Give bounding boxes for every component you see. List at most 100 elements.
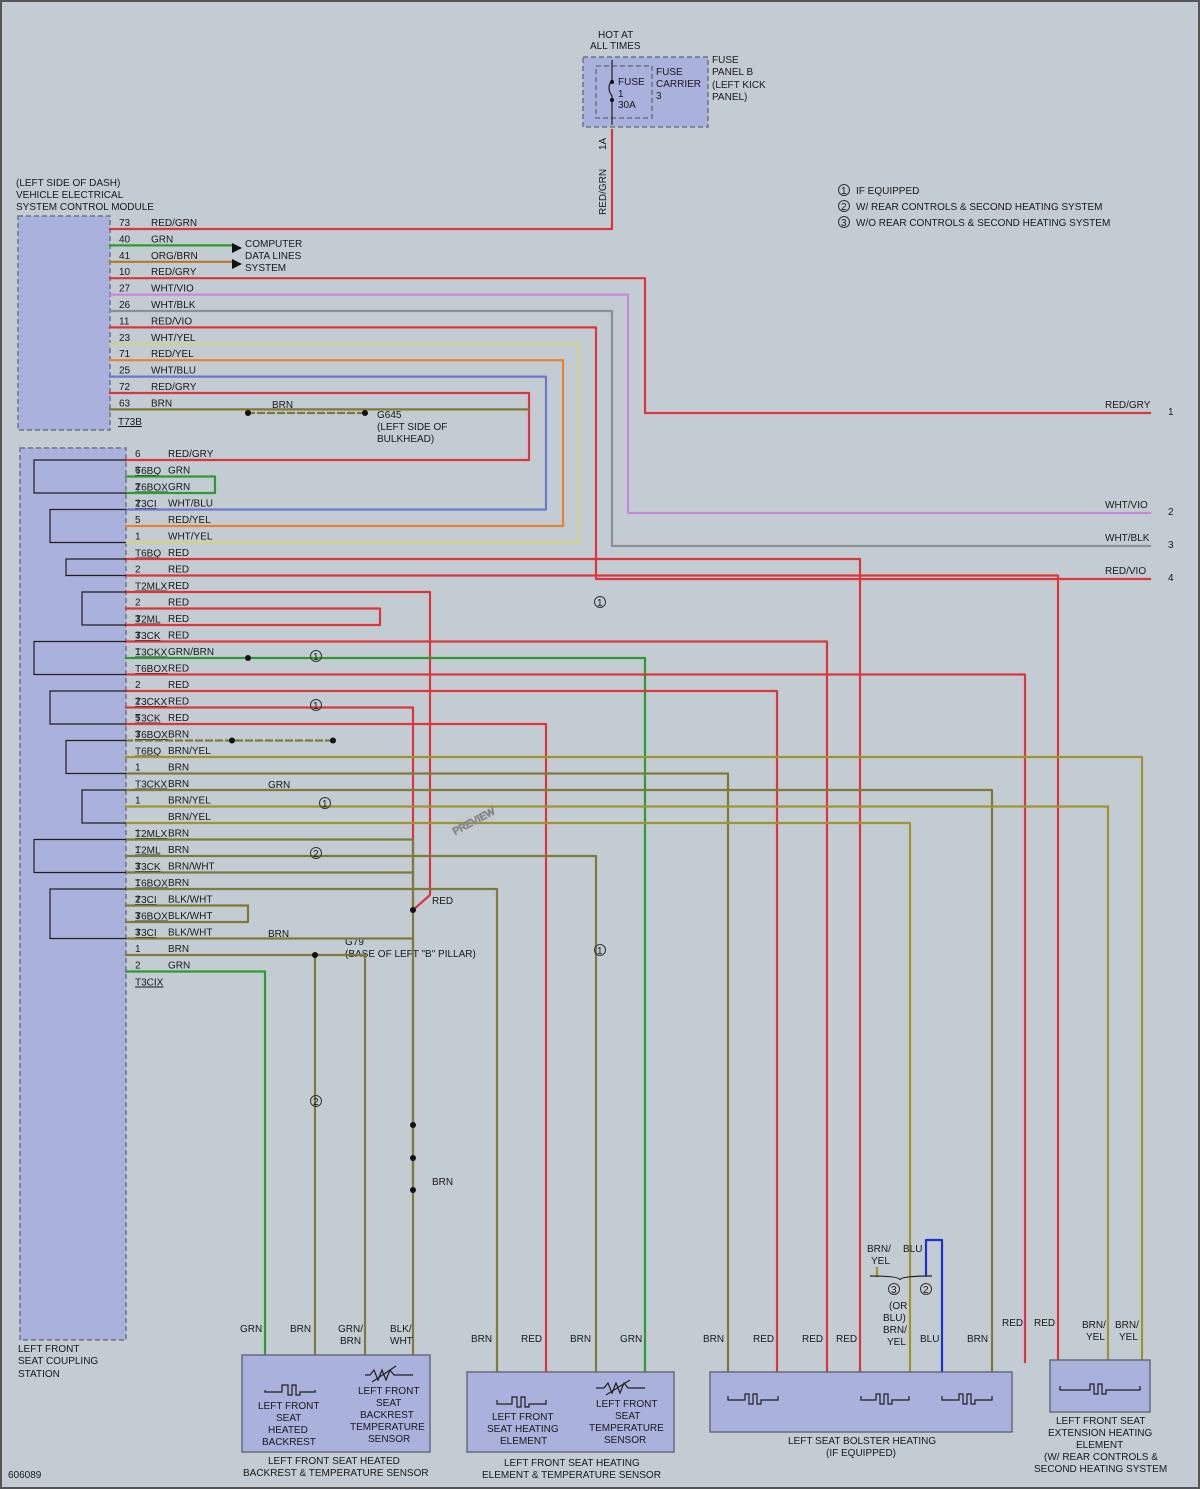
vesm-pin-number: 63	[119, 398, 131, 409]
station-pin-wire: GRN	[168, 466, 190, 477]
station-pin-number: 2	[135, 499, 141, 510]
station-pin-number: 1	[135, 532, 141, 543]
svg-text:DATA LINES: DATA LINES	[245, 251, 302, 262]
svg-text:YEL: YEL	[1086, 1332, 1105, 1343]
svg-text:BRN: BRN	[290, 1324, 311, 1335]
station-pin-wire: BRN	[168, 845, 189, 856]
svg-text:PANEL): PANEL)	[712, 92, 747, 103]
svg-text:1: 1	[313, 652, 319, 663]
wire-brn-cushion	[124, 887, 499, 1374]
wire-red-bolster-b	[124, 640, 829, 1374]
svg-text:2: 2	[841, 202, 847, 213]
svg-text:SENSOR: SENSOR	[604, 1435, 646, 1446]
wire-red-gry-out1	[108, 277, 1152, 415]
svg-text:BRN: BRN	[340, 1336, 361, 1347]
wire-brn-t3ck	[124, 854, 598, 1374]
svg-text:LEFT FRONT: LEFT FRONT	[492, 1412, 553, 1423]
backrest-box	[241, 1354, 431, 1453]
inline-labels: GRN RED BRN 1 1 1 1 2 1 2 BRN/ YEL BLU 3…	[268, 596, 933, 1348]
station-connector: T2MLX	[135, 582, 168, 593]
station-jumper	[65, 558, 126, 577]
svg-text:SECOND HEATING SYSTEM: SECOND HEATING SYSTEM	[1034, 1464, 1167, 1475]
wire-blk-wht-loop	[124, 904, 250, 924]
svg-text:WHT: WHT	[390, 1336, 413, 1347]
vesm-pin-number: 26	[119, 300, 131, 311]
heater-element-icon	[1059, 1383, 1141, 1395]
vesm-module: (LEFT SIDE OF DASH) VEHICLE ELECTRICAL S…	[16, 178, 447, 445]
station-connector: T2ML	[135, 615, 161, 626]
station-pin-wire: BLK/WHT	[168, 911, 212, 922]
svg-text:GRN/: GRN/	[338, 1324, 363, 1335]
station-connector: T3CK	[135, 714, 161, 725]
wire-wht-yel	[108, 342, 581, 544]
svg-text:RED: RED	[521, 1334, 542, 1345]
wire-brn-bolster-a	[124, 772, 730, 1374]
station-pin-wire: BRN/YEL	[168, 746, 211, 757]
station-pin-wire: RED	[168, 581, 189, 592]
station-connector: T6BOX	[135, 664, 168, 675]
svg-text:(BASE OF LEFT "B" PILLAR): (BASE OF LEFT "B" PILLAR)	[345, 949, 476, 960]
station-pin-number: 2	[135, 680, 141, 691]
svg-text:WHT/VIO: WHT/VIO	[1105, 500, 1148, 511]
svg-text:(LEFT SIDE OF DASH): (LEFT SIDE OF DASH)	[16, 178, 120, 189]
station-connector: T6BOX	[135, 483, 168, 494]
note-1: IF EQUIPPED	[856, 186, 919, 197]
station-jumper	[33, 640, 126, 676]
wire-red-gry-station	[108, 391, 531, 462]
station-connector: T2ML	[135, 846, 161, 857]
svg-text:EXTENSION HEATING: EXTENSION HEATING	[1048, 1428, 1152, 1439]
station-pin-wire: WHT/YEL	[168, 532, 213, 543]
splice-dot	[312, 952, 318, 958]
station-pin-number: 2	[135, 598, 141, 609]
svg-text:YEL: YEL	[871, 1256, 890, 1267]
vesm-pin-number: 27	[119, 284, 131, 295]
station-pin-number: 2	[135, 697, 141, 708]
station-pin-number: 3	[135, 730, 141, 741]
station-pin-wire: RED/GRY	[168, 449, 214, 460]
wire-grn-brn-sensor	[124, 656, 647, 1374]
station-connector: T3CK	[135, 862, 161, 873]
station-pin-number: 1	[135, 647, 141, 658]
note-2: W/ REAR CONTROLS & SECOND HEATING SYSTEM	[856, 202, 1103, 213]
svg-text:1: 1	[313, 701, 319, 712]
svg-text:BRN/: BRN/	[1115, 1320, 1139, 1331]
station-pin-wire: RED	[168, 548, 189, 559]
heater-element-icon-3	[941, 1393, 993, 1405]
splice-dot	[410, 1155, 416, 1161]
station-pin-wire: GRN/BRN	[168, 647, 214, 658]
svg-text:BLU: BLU	[903, 1244, 922, 1255]
station-pin-number: 6	[135, 449, 141, 460]
svg-text:2: 2	[1168, 507, 1174, 518]
station-pin-wire: BRN	[168, 944, 189, 955]
splice-dot	[330, 737, 336, 744]
svg-text:1: 1	[597, 598, 603, 609]
svg-text:2: 2	[923, 1285, 929, 1296]
temperature-sensor-icon	[365, 1365, 413, 1383]
svg-text:VEHICLE ELECTRICAL: VEHICLE ELECTRICAL	[16, 190, 124, 201]
svg-text:BACKREST & TEMPERATURE SENSOR: BACKREST & TEMPERATURE SENSOR	[243, 1468, 429, 1479]
wire-grn-backrest	[124, 970, 267, 1357]
station-pin-wire: RED	[168, 631, 189, 642]
splice-dot	[410, 1187, 416, 1193]
heater-element-icon-2	[860, 1393, 910, 1405]
splice-dot	[245, 655, 251, 661]
svg-text:SENSOR: SENSOR	[368, 1434, 410, 1445]
splice-dot	[245, 410, 251, 416]
svg-text:RED: RED	[1002, 1318, 1023, 1329]
fuse-number: 1	[618, 89, 624, 100]
svg-text:1: 1	[1168, 407, 1174, 418]
vesm-pin-number: 71	[119, 349, 131, 360]
svg-text:SEAT: SEAT	[376, 1398, 401, 1409]
svg-text:G79: G79	[345, 937, 364, 948]
station-jumper	[33, 838, 126, 874]
cushion-component: LEFT FRONT SEAT HEATING ELEMENT LEFT FRO…	[466, 1334, 675, 1481]
fuse-panel: HOT AT ALL TIMES FUSE 1 30A FUSE CARRIER…	[582, 30, 766, 215]
station-pin-number: 3	[135, 862, 141, 873]
vesm-pin-number: 72	[119, 382, 131, 393]
svg-text:1: 1	[322, 799, 328, 810]
svg-text:(IF EQUIPPED): (IF EQUIPPED)	[826, 1448, 896, 1459]
vesm-box	[17, 215, 111, 431]
station-pin-wire: RED	[168, 664, 189, 675]
